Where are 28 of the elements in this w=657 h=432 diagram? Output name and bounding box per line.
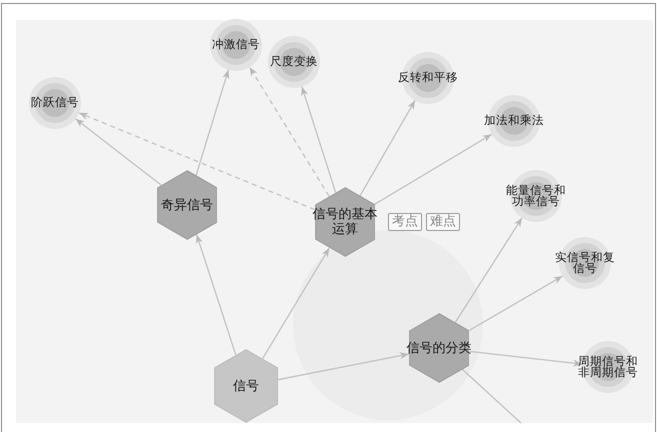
arrow — [75, 118, 162, 186]
node-label: 信号的基本运算 — [312, 207, 378, 237]
dashed-arrow — [78, 112, 315, 210]
node-label: 信号的分类 — [406, 340, 472, 356]
arrow — [301, 86, 336, 193]
node-label: 能量信号和功率信号 — [506, 184, 566, 208]
arrow — [454, 218, 523, 323]
arrow — [196, 234, 236, 356]
arrow — [278, 352, 409, 380]
arrow — [374, 134, 492, 205]
node-label: 周期信号和非周期信号 — [578, 356, 638, 378]
arrow — [360, 100, 416, 196]
arrow — [262, 248, 330, 359]
node-label: 反转和平移 — [398, 72, 458, 84]
keyword-tag: 难点 — [426, 213, 460, 231]
dashed-arrow — [249, 66, 330, 197]
arrow — [468, 276, 563, 331]
arrow — [469, 350, 582, 367]
node-label: 加法和乘法 — [484, 115, 544, 127]
node-label: 信号 — [233, 378, 259, 394]
connector-line — [462, 369, 522, 424]
node-label: 阶跃信号 — [31, 97, 79, 109]
node-label: 实信号和复信号 — [555, 252, 615, 274]
node-label: 尺度变换 — [270, 56, 318, 68]
keyword-tag: 考点 — [388, 213, 422, 231]
node-label: 奇异信号 — [161, 198, 213, 212]
arrow — [195, 70, 230, 176]
node-label: 冲激信号 — [212, 39, 260, 51]
